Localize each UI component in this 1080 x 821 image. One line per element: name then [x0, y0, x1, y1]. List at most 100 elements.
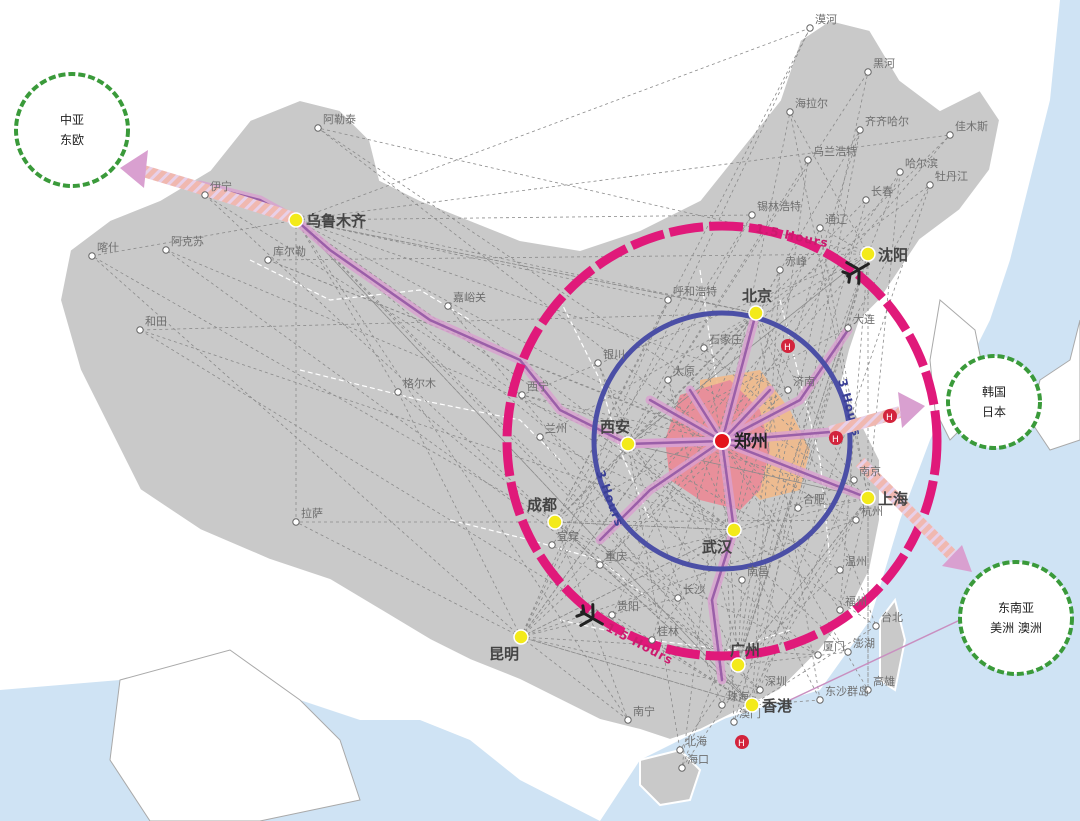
taiwan-island [879, 597, 907, 692]
minor-city-11: 赤峰 [776, 255, 807, 274]
minor-city-label: 佳木斯 [955, 119, 988, 133]
destination-label-line1: 中亚 [60, 112, 84, 127]
arrowhead-central-asia [120, 150, 148, 188]
minor-city-marker [136, 326, 144, 334]
minor-city-27: 和田 [136, 315, 167, 334]
major-city-3: 西安 [600, 418, 636, 452]
minor-city-12: 呼和浩特 [664, 284, 717, 304]
network-line [267, 253, 869, 261]
major-city-label: 广州 [730, 641, 760, 659]
major-city-label: 武汉 [702, 538, 733, 556]
network-line [797, 253, 869, 509]
minor-city-marker [862, 196, 870, 204]
network-line [520, 27, 811, 638]
minor-city-marker [718, 701, 726, 709]
major-city-2: 沈阳 [860, 246, 908, 264]
minor-city-8: 锡林浩特 [748, 199, 801, 219]
network-line [91, 219, 297, 257]
minor-city-label: 齐齐哈尔 [865, 114, 909, 128]
minor-city-label: 珠海 [727, 689, 749, 703]
minor-city-label: 重庆 [605, 549, 627, 563]
major-city-4: 成都 [527, 496, 563, 530]
network-line [627, 443, 723, 706]
corridor-line [720, 439, 870, 500]
minor-city-label: 长沙 [683, 583, 705, 596]
minor-city-label: 东沙群岛 [825, 684, 869, 698]
minor-city-marker [624, 716, 632, 724]
minor-city-label: 喀什 [97, 241, 119, 254]
major-city-marker [513, 629, 529, 645]
major-city-marker [620, 436, 636, 452]
minor-city-label: 黑河 [873, 57, 895, 70]
minor-city-marker [896, 168, 904, 176]
zhengzhou-marker [713, 432, 731, 450]
minor-city-label: 长春 [871, 185, 893, 198]
minor-city-marker [864, 686, 872, 694]
airplane-icon [575, 603, 604, 627]
network-line [737, 497, 869, 666]
minor-city-marker [674, 594, 682, 602]
minor-city-label: 伊宁 [210, 179, 232, 193]
minor-city-label: 大连 [853, 312, 875, 326]
minor-city-20: 格尔木 [394, 376, 436, 396]
network-line [520, 529, 735, 638]
major-city-label: 昆明 [489, 645, 519, 663]
major-city-marker [748, 305, 764, 321]
network-line [737, 651, 849, 666]
destination-circle [946, 354, 1042, 450]
major-city-7: 广州 [730, 641, 760, 673]
network-line [520, 389, 789, 638]
minor-city-45: 珠海 [718, 689, 749, 709]
minor-city-label: 嘉峪关 [453, 290, 486, 304]
svg-text:H: H [738, 739, 745, 749]
arrowhead-southeast-asia [942, 545, 972, 572]
minor-city-label: 锡林浩特 [757, 199, 801, 213]
corridor-line [720, 311, 758, 443]
minor-city-marker [756, 686, 764, 694]
minor-city-34: 合肥 [794, 492, 825, 512]
minor-city-label: 深圳 [765, 675, 787, 688]
major-city-9: 香港 [744, 697, 793, 715]
corridor-line [626, 439, 724, 446]
network-line [520, 529, 735, 638]
minor-city-18: 西宁 [518, 379, 549, 399]
minor-city-marker [648, 636, 656, 644]
network-line [667, 379, 753, 706]
network-line [751, 479, 855, 706]
destination-label-line2: 美洲 澳洲 [990, 621, 1042, 635]
network-line [295, 219, 789, 391]
major-city-0: 乌鲁木齐 [288, 212, 367, 230]
destination-label-line1: 韩国 [982, 384, 1006, 399]
minor-city-4: 佳木斯 [946, 119, 988, 139]
corridor-line [720, 430, 832, 443]
minor-city-marker [872, 622, 880, 630]
destination-label-line1: 东南亚 [998, 600, 1034, 615]
minor-city-label: 海拉尔 [795, 96, 828, 110]
network-line [867, 171, 901, 255]
minor-city-marker [664, 376, 672, 384]
minor-city-label: 呼和浩特 [673, 284, 717, 298]
network-line [139, 312, 757, 331]
minor-city-label: 乌兰浩特 [813, 144, 857, 158]
major-city-5: 武汉 [702, 522, 742, 556]
major-city-marker [730, 657, 746, 673]
minor-city-marker [786, 108, 794, 116]
minor-city-49: 北海 [676, 734, 707, 754]
minor-city-label: 杭州 [861, 504, 883, 518]
network-line [733, 529, 821, 701]
network-line [554, 27, 811, 523]
minor-city-16: 济南 [784, 374, 815, 394]
minor-city-21: 嘉峪关 [444, 290, 486, 310]
minor-city-label: 阿克苏 [171, 235, 204, 248]
minor-city-label: 银川 [603, 347, 625, 361]
minor-city-9: 长春 [862, 185, 893, 204]
minor-city-label: 福州 [845, 594, 867, 608]
minor-city-label: 哈尔滨 [905, 156, 938, 170]
minor-city-40: 厦门 [814, 639, 845, 659]
minor-city-3: 齐齐哈尔 [856, 114, 909, 134]
minor-city-37: 温州 [836, 555, 867, 574]
network-line [317, 127, 723, 442]
minor-city-label: 库尔勒 [273, 245, 306, 258]
network-line [91, 255, 556, 523]
minor-city-marker [814, 651, 822, 659]
